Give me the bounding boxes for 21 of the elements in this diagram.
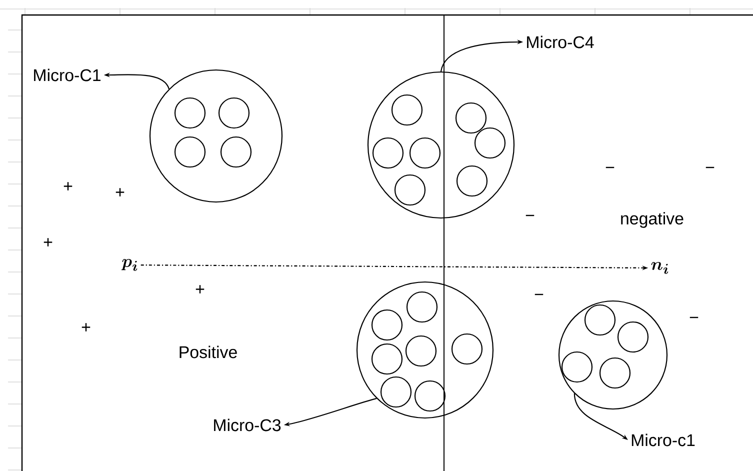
region-label: Positive bbox=[180, 346, 237, 358]
sign-mark: − bbox=[706, 166, 714, 168]
cluster-label: Micro-c1 bbox=[632, 434, 695, 446]
micro-cluster bbox=[558, 300, 668, 410]
micro-cluster bbox=[367, 71, 515, 219]
sign-mark: − bbox=[690, 316, 698, 318]
sign-mark: + bbox=[116, 188, 124, 196]
sign-mark: + bbox=[44, 238, 52, 246]
sign-mark: + bbox=[82, 323, 90, 332]
micro-cluster bbox=[356, 281, 494, 419]
cluster-label: Micro-C3 bbox=[214, 418, 281, 432]
sign-mark: + bbox=[64, 182, 72, 190]
region-label: negative bbox=[621, 212, 684, 228]
point-label: $\bm{n_i}$ bbox=[651, 262, 668, 274]
cluster-label: Micro-C1 bbox=[34, 68, 101, 82]
sign-mark: + bbox=[196, 285, 204, 294]
sign-mark: − bbox=[606, 166, 614, 168]
micro-cluster bbox=[149, 69, 283, 203]
point-label: $\bm{p_i}$ bbox=[121, 259, 138, 271]
cluster-label: Micro-C4 bbox=[527, 36, 594, 48]
sign-mark: − bbox=[534, 294, 544, 296]
